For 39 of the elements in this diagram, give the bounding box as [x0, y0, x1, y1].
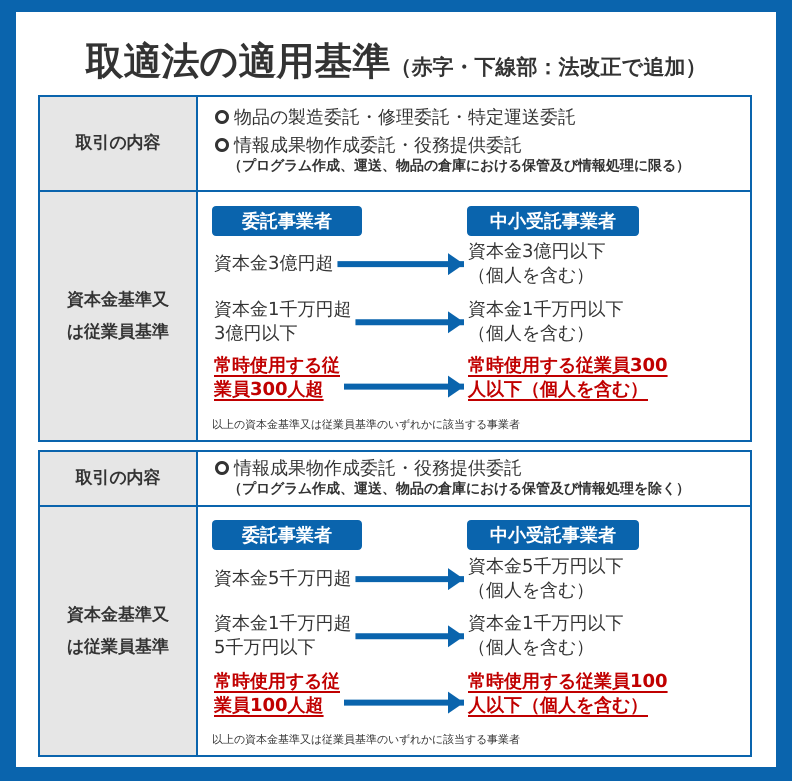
item-text: 物品の製造委託・修理委託・特定運送委託	[234, 106, 576, 129]
row-header: 取引の内容	[38, 95, 198, 192]
scope-note: （プログラム作成、運送、物品の倉庫における保管及び情報処理を除く）	[228, 480, 690, 498]
criterion-text: 資本金3億円以下（個人を含む）	[468, 240, 634, 289]
item-text: 情報成果物作成委託・役務提供委託	[234, 134, 522, 157]
arrow	[344, 376, 464, 398]
added-criterion-text: 常時使用する従業員100人以下（個人を含む）	[468, 670, 718, 719]
criteria-panel	[196, 190, 752, 442]
subtitle-note: （赤字・下線部：法改正で追加）	[390, 55, 706, 79]
item-text: 情報成果物作成委託・役務提供委託	[234, 457, 522, 480]
criterion-text: 資本金1千万円以下（個人を含む）	[468, 612, 634, 661]
arrow	[344, 692, 464, 714]
criterion-text: 資本金1千万円以下（個人を含む）	[468, 298, 634, 347]
arrow	[355, 625, 464, 648]
role-badge: 委託事業者	[212, 520, 362, 550]
role-badge: 中小受託事業者	[467, 520, 639, 550]
role-badge: 委託事業者	[212, 206, 362, 236]
criterion-text: 資本金1千万円超3億円以下	[214, 298, 356, 347]
arrow	[355, 568, 464, 590]
added-criterion-text: 常時使用する従業員300人以下（個人を含む）	[468, 354, 718, 403]
criterion-text: 資本金3億円超	[214, 252, 364, 276]
row-header: 資本金基準又は従業員基準	[38, 190, 198, 442]
footnote: 以上の資本金基準又は従業員基準のいずれかに該当する事業者	[212, 732, 520, 747]
added-criterion-text: 常時使用する従業員300人超	[214, 354, 354, 403]
content-cell	[196, 95, 752, 192]
criterion-text: 資本金5千万円超	[214, 567, 384, 592]
criterion-text: 資本金1千万円超5千万円以下	[214, 612, 356, 661]
scope-note: （プログラム作成、運送、物品の倉庫における保管及び情報処理に限る）	[228, 157, 690, 175]
arrow	[355, 311, 464, 334]
row-header: 資本金基準又は従業員基準	[38, 505, 198, 757]
arrow	[337, 253, 464, 276]
role-badge: 中小受託事業者	[467, 206, 639, 236]
row-header: 取引の内容	[38, 450, 198, 507]
footnote: 以上の資本金基準又は従業員基準のいずれかに該当する事業者	[212, 417, 520, 432]
added-criterion-text: 常時使用する従業員100人超	[214, 670, 354, 719]
content-cell	[196, 450, 752, 507]
criterion-text: 資本金5千万円以下（個人を含む）	[468, 555, 634, 604]
title: 取適法の適用基準	[86, 39, 390, 83]
criteria-panel	[196, 505, 752, 757]
